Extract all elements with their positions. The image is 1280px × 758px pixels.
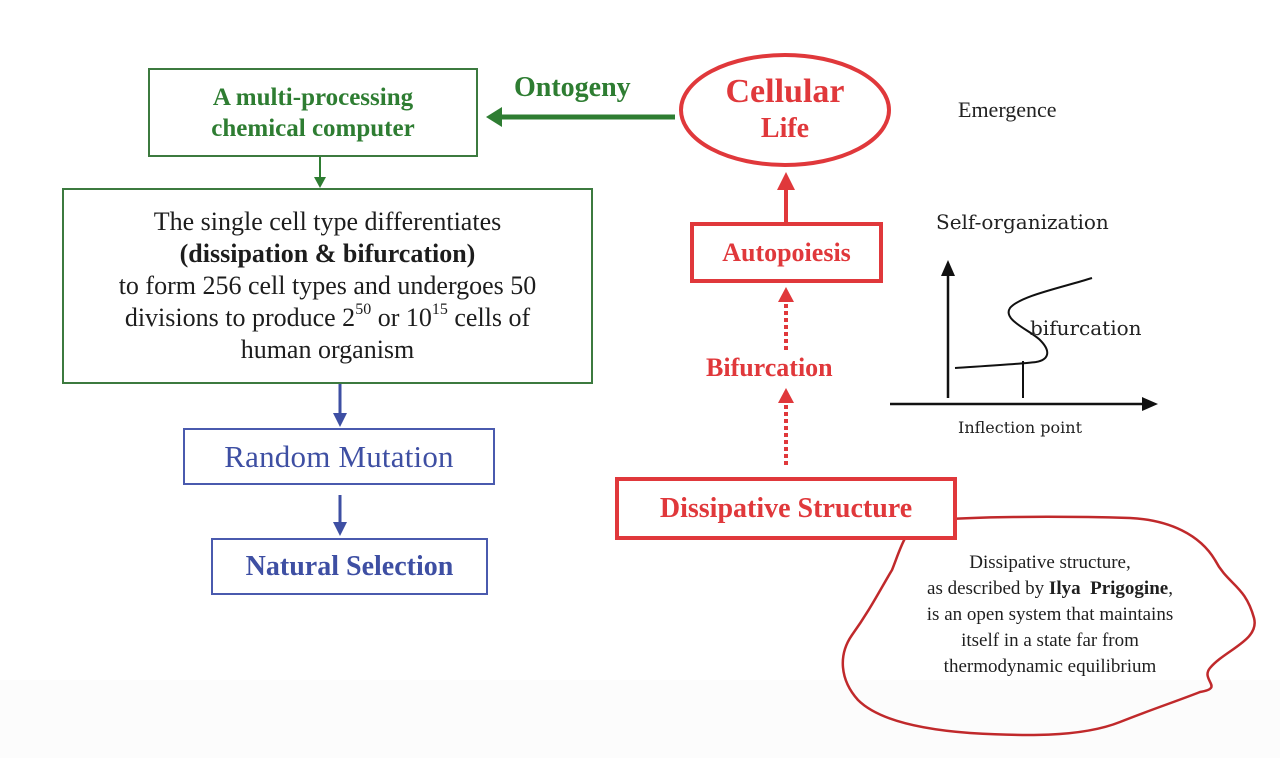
differentiation-line3: to form 256 cell types and undergoes 50 <box>118 271 537 300</box>
arrowhead-dissipative-to-bifurcation <box>778 388 794 403</box>
arrowhead-differentiation-to-mutation <box>333 413 347 427</box>
mini-plot-x-label: Inflection point <box>958 418 1083 437</box>
cellular-life-line2: Life <box>760 113 810 144</box>
note-line2-prefix: as described by <box>927 578 1049 599</box>
note-line4: itself in a state far from <box>961 630 1139 651</box>
differentiation-line5: human organism <box>240 335 415 364</box>
natural-selection-box: Natural Selection <box>211 538 488 595</box>
differentiation-box: The single cell type differentiates (dis… <box>62 188 593 384</box>
autopoiesis-box: Autopoiesis <box>690 222 883 283</box>
emergence-label: Emergence <box>958 97 1057 122</box>
arrowhead-bifurcation-to-autopoiesis <box>778 287 794 302</box>
arrowhead-autopoiesis-to-life <box>777 172 795 190</box>
differentiation-line4: divisions to produce 250 or 1015 cells o… <box>119 302 537 334</box>
ontogeny-label: Ontogeny <box>514 72 631 103</box>
computer-box-line1: A multi-processing <box>212 83 414 111</box>
random-mutation-label: Random Mutation <box>224 438 454 474</box>
background-band <box>0 680 1280 758</box>
exponent-15: 15 <box>431 301 448 319</box>
note-line2-suffix: , <box>1168 578 1173 599</box>
ontogeny-arrowhead <box>486 107 502 127</box>
line4-mid: or 10 <box>371 303 432 332</box>
mini-plot-x-arrowhead <box>1142 397 1158 411</box>
natural-selection-label: Natural Selection <box>245 550 454 582</box>
note-line2: as described by Ilya Prigogine, <box>850 576 1250 602</box>
note-author-name: Ilya Prigogine <box>1048 578 1169 599</box>
mini-plot-bifurcation-curve <box>954 277 1093 369</box>
multi-processing-computer-box: A multi-processing chemical computer <box>148 68 478 157</box>
arrowhead-mutation-to-selection <box>333 522 347 536</box>
bifurcation-label: Bifurcation <box>706 353 833 382</box>
cellular-life-label: Cellular Life <box>690 72 880 146</box>
line4-prefix: divisions to produce 2 <box>124 303 356 332</box>
note-line1: Dissipative structure, <box>969 552 1131 573</box>
dissipative-structure-box: Dissipative Structure <box>615 477 957 540</box>
mini-plot-curve-label: bifurcation <box>1030 316 1142 340</box>
dissipative-structure-label: Dissipative Structure <box>659 492 913 524</box>
cellular-life-line1: Cellular <box>725 73 845 110</box>
random-mutation-box: Random Mutation <box>183 428 495 485</box>
mini-plot-title: Self-organization <box>936 210 1109 234</box>
arrowhead-computer-to-differentiation <box>314 177 326 188</box>
computer-box-line2: chemical computer <box>211 114 415 142</box>
mini-plot-y-arrowhead <box>941 260 955 276</box>
differentiation-line2: (dissipation & bifurcation) <box>179 239 476 268</box>
note-line3: is an open system that maintains <box>926 604 1174 625</box>
note-hand-drawn-outline <box>841 515 1256 737</box>
differentiation-line1: The single cell type differentiates <box>153 207 502 236</box>
note-line5: thermodynamic equilibrium <box>943 656 1157 677</box>
exponent-50: 50 <box>355 301 372 319</box>
cellular-life-ellipse <box>679 53 891 167</box>
line4-suffix: cells of <box>447 303 531 332</box>
prigogine-note: Dissipative structure, as described by I… <box>850 550 1250 680</box>
autopoiesis-label: Autopoiesis <box>722 237 851 267</box>
